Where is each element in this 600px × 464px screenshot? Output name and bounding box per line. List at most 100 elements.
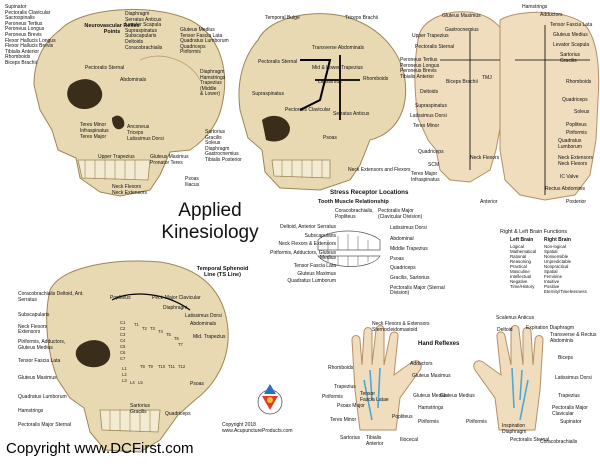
label: Unpredictable <box>544 259 572 264</box>
label: Piriformis, Adductors, Gluteus Medius <box>18 338 66 351</box>
label: L3 <box>122 378 127 383</box>
heads-gluteus-medius: Gluteus Medius <box>553 32 588 38</box>
label: Nonpractical <box>544 264 569 269</box>
label: C7 <box>120 356 126 361</box>
skull3-latissimus: Latissimus Dorsi <box>185 313 222 319</box>
hands-rhomboids: Rhomboids <box>328 365 354 371</box>
label: Biceps Brachii <box>5 59 37 66</box>
skull2-transverse: Transverse Abdominals <box>312 45 365 51</box>
hands-palm2-piriformis: Piriformis <box>466 419 487 425</box>
skull1-triceps: Triceps <box>127 130 144 136</box>
teeth-left-list: Deltoid, Anterior Serratus Subscapularis… <box>256 224 336 285</box>
label: C3 <box>120 332 126 337</box>
label: Mathematical <box>510 249 537 254</box>
skull1-anconeus: Anconeus <box>127 124 150 130</box>
label: Quadriceps <box>390 265 416 272</box>
label: Peroneus Longus <box>5 26 45 33</box>
hands-scalenus: Scalenus Anticus <box>496 315 535 321</box>
label: Quadriceps <box>180 43 206 50</box>
label: C2 <box>120 326 126 331</box>
label: Neck Flexors Extensors <box>18 323 48 336</box>
heads-gastrocnemius: Gastrocnemius <box>445 27 479 33</box>
skull3-diaphragm: Diaphragm <box>163 305 188 311</box>
skull2-pect-clavicular: Pectoralis Clavicular <box>285 107 331 113</box>
heads-neck-flexors: Neck Flexors <box>470 155 500 161</box>
hands-palm-tibialis: Tibialis Anterior <box>366 435 384 447</box>
label: L1 <box>122 366 127 371</box>
hands-psoas: Psoas Major <box>337 403 365 409</box>
label: Peroneus Tertius <box>5 20 43 27</box>
skull2-neck-ext: Neck Extensors and Flexors <box>348 167 411 173</box>
heads-posterior: Posterior <box>566 199 587 205</box>
heads-sartorius: Sartorius <box>560 52 581 58</box>
label: Rhomboids <box>5 54 31 61</box>
heads-popliteus: Popliteus <box>566 122 587 128</box>
label: T1 <box>134 322 139 327</box>
label: Positive <box>544 284 560 289</box>
skull1-gluteus-max: Gluteus Maximus <box>150 154 189 160</box>
skull1-latissimus: Latissimus Dorsi <box>127 136 164 142</box>
heads-gluteus-max: Gluteus Maximus <box>442 13 481 19</box>
heads-hamstrings: Hamstrings <box>522 4 548 10</box>
label: Diaphragm <box>200 69 225 75</box>
hands-palm-iliocecal: Iliocecal <box>400 437 419 443</box>
label: Tensor Fascia Lata <box>180 32 223 39</box>
heads-tensor: Tensor Fascia Lata <box>550 22 593 28</box>
label: T9 <box>148 364 153 369</box>
label: Supinator <box>5 4 27 10</box>
logo-emblem <box>257 384 283 415</box>
label: Peroneus Brevis <box>400 68 437 75</box>
label: Hamstrings <box>200 74 226 81</box>
brain-right-list: Non-logical Spatial Nonsensible Unpredic… <box>544 244 587 294</box>
label: Gluteus Medius <box>180 27 215 33</box>
label: Hamstrings <box>18 407 44 414</box>
label: T4 <box>158 329 163 334</box>
label: L5 <box>138 380 143 385</box>
skull2-supraspinatus: Supraspinatus <box>252 91 284 97</box>
hands-palm2-pect-sternal: Pectoralis Sternal <box>510 437 550 443</box>
heads-quadratus: Quadratus Lumborum <box>558 138 582 150</box>
label: Rational <box>510 254 527 259</box>
label: Practical <box>510 264 527 269</box>
label: Masculine <box>510 269 530 274</box>
label: Spatial <box>544 249 558 254</box>
label: Non-logical <box>544 244 566 249</box>
label: Diaphragm <box>205 145 230 152</box>
label: Eternity/Timelessness <box>544 289 587 294</box>
skull1-teres-major: Teres Major <box>80 134 107 140</box>
label: T5 <box>166 332 171 337</box>
skull1-pronator: Pronator Teres <box>150 160 183 166</box>
copyright-banner: Copyright www.DCFirst.com <box>6 440 194 457</box>
skull1-abdominals: Abdominals <box>120 77 147 83</box>
teeth-title: Tooth Muscle Relationship <box>318 199 389 205</box>
skull2-latissimus: Latissimus <box>318 79 342 85</box>
label: Peroneus Longus <box>400 62 440 69</box>
label: Gluteus Maximus <box>297 270 336 277</box>
label: Middle Trapezius <box>390 246 428 253</box>
label: & Lower) <box>200 91 221 98</box>
hands-inspiration: Inspiration Diaphragm <box>502 423 527 435</box>
heads-piriformis: Piriformis <box>566 130 587 136</box>
label: Reasoning <box>510 259 531 264</box>
heads-quadriceps2: Quadriceps <box>562 97 588 103</box>
skull3-abdominals: Abdominals <box>190 321 217 327</box>
skull1-neck-flexors: Neck Flexors <box>112 184 142 190</box>
hands-latissimus: Latissimus Dorsi <box>555 375 592 381</box>
heads-latissimus: Latissimus Dorsi <box>410 113 447 119</box>
skull3-gracilis: Gracilis <box>130 409 147 415</box>
label: Supraspinatus <box>125 27 157 34</box>
label: Gracilis <box>205 134 222 141</box>
hands-palm2-glut-med: Gluteus Medius <box>440 393 475 399</box>
label: Gastrocnemius <box>205 151 239 158</box>
label: Abdominal <box>390 235 414 242</box>
label: Neck Flexors & Extensors <box>278 241 336 248</box>
heads-peroneus-list: Peroneus Tertius Peroneus Longus Peroneu… <box>400 57 440 80</box>
skull3-pect-major: Pect. Major Clavicular <box>152 295 201 301</box>
label: T6 <box>174 336 179 341</box>
skull3-quadriceps: Quadriceps <box>165 411 191 417</box>
label: Coracobrachialis Deltoid, Ant. Serratus <box>18 291 84 303</box>
label: Soleus <box>205 140 221 147</box>
heads-soleus: Soleus <box>574 109 590 115</box>
hands-transverse: Transverse & Rectus Abdominis <box>550 332 597 344</box>
label: T11 <box>168 364 175 369</box>
